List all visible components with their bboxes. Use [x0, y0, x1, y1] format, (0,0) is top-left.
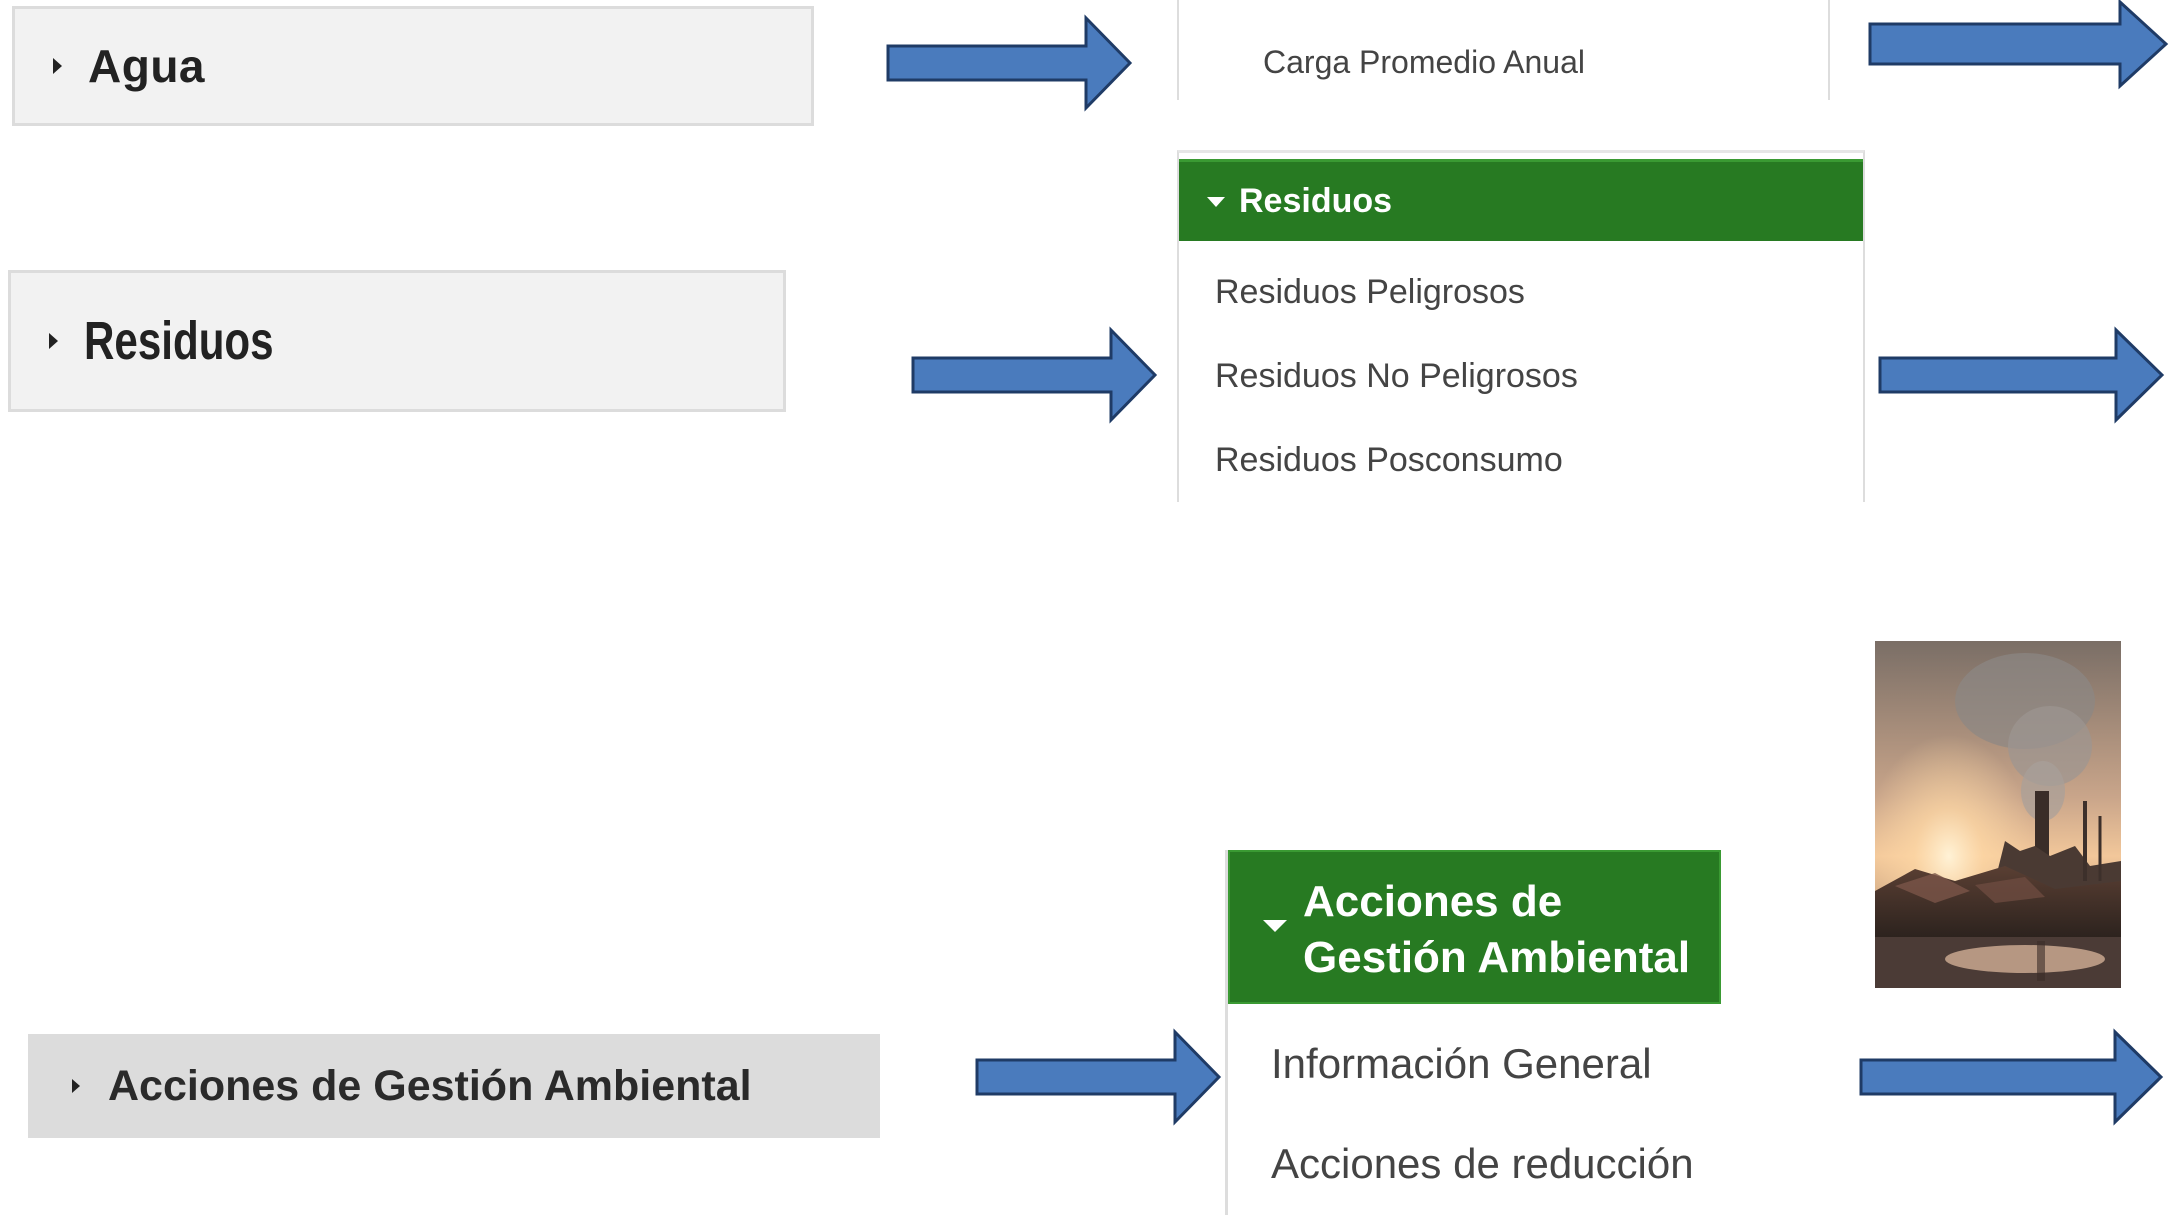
residuos-panel-title: Residuos: [1239, 182, 1393, 220]
acciones-dropdown-panel: Acciones de Gestión Ambiental Informació…: [1225, 850, 1721, 1215]
caret-down-icon: [1207, 196, 1225, 207]
menu-item-informacion-general[interactable]: Información General: [1271, 1040, 1652, 1087]
arrow-right-icon: [1878, 326, 2165, 424]
accordion-header-agua[interactable]: Agua: [12, 6, 814, 126]
caret-down-icon: [1263, 920, 1287, 932]
residuos-dropdown-panel: Residuos Residuos Peligrosos Residuos No…: [1177, 150, 1865, 502]
arrow-right-icon: [1859, 1028, 2164, 1126]
acciones-panel-title: Acciones de Gestión Ambiental: [1303, 877, 1691, 982]
arrow-right-icon: [975, 1028, 1222, 1126]
arrow-right-icon: [911, 326, 1158, 424]
menu-item-acciones-de-reduccion[interactable]: Acciones de reducción: [1271, 1140, 1694, 1187]
accordion-header-acciones[interactable]: Acciones de Gestión Ambiental: [28, 1034, 880, 1138]
menu-item-residuos-peligrosos[interactable]: Residuos Peligrosos: [1215, 273, 1525, 311]
menu-item-residuos-posconsumo[interactable]: Residuos Posconsumo: [1215, 441, 1563, 479]
industrial-pollution-image: [1875, 641, 2121, 988]
caret-right-icon: [49, 333, 58, 349]
accordion-header-residuos[interactable]: Residuos: [8, 270, 786, 412]
menu-item-carga-promedio-anual[interactable]: Carga Promedio Anual: [1263, 44, 1585, 80]
agua-dropdown-panel: Carga Promedio Anual: [1177, 0, 1830, 100]
accordion-header-label: Agua: [88, 40, 205, 92]
menu-item-residuos-no-peligrosos[interactable]: Residuos No Peligrosos: [1215, 357, 1578, 395]
accordion-header-label: Residuos: [84, 311, 274, 371]
acciones-panel-header[interactable]: Acciones de Gestión Ambiental: [1228, 850, 1721, 1004]
caret-right-icon: [53, 58, 62, 74]
caret-right-icon: [72, 1079, 80, 1093]
residuos-panel-header[interactable]: Residuos: [1179, 159, 1863, 241]
arrow-right-icon: [1868, 0, 2169, 90]
accordion-header-label: Acciones de Gestión Ambiental: [108, 1061, 752, 1110]
arrow-right-icon: [886, 14, 1133, 112]
